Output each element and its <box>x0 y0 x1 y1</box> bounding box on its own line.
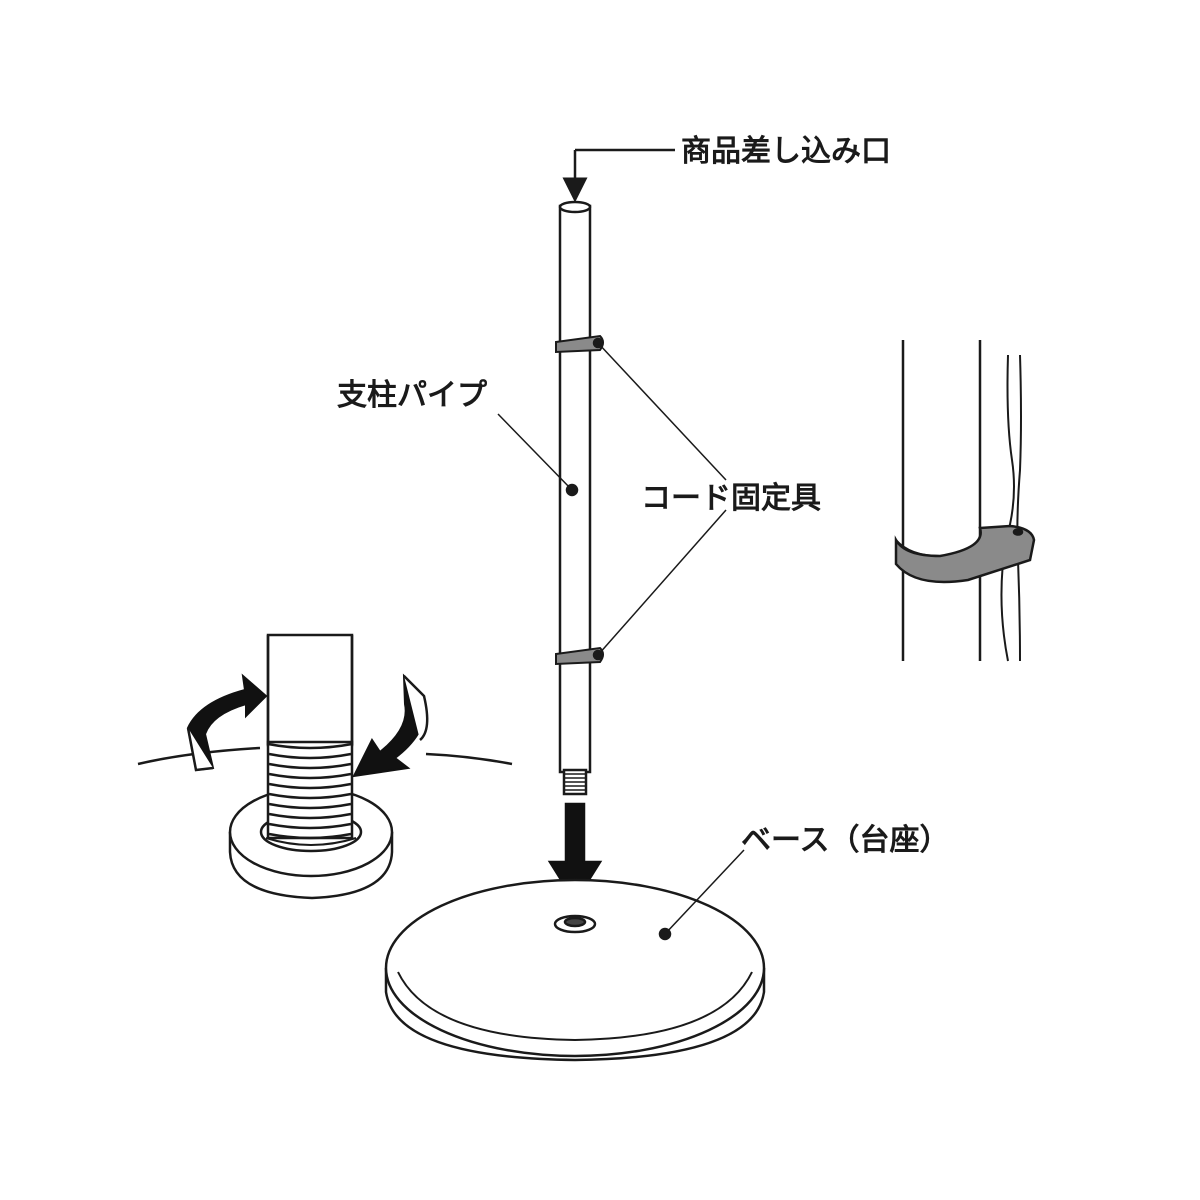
label-product-inlet: 商品差し込み口 <box>681 134 891 169</box>
thread-section <box>266 740 354 840</box>
power-cord <box>1000 354 1015 662</box>
pipe-leader-line <box>497 413 573 491</box>
clip-detail <box>894 340 1036 662</box>
label-support-pipe: 支柱パイプ <box>337 378 487 413</box>
pipe-upper <box>266 633 354 747</box>
label-base: ベース（台座） <box>741 823 950 858</box>
rotate-arrow-left-icon <box>186 673 268 772</box>
thread-detail <box>137 633 513 900</box>
base-leader-line <box>664 849 745 935</box>
clip-leader-line-upper <box>597 342 727 481</box>
pipe-assembly <box>384 148 766 1062</box>
horizon-arc-right <box>425 752 513 766</box>
cord-clip-lower <box>555 646 604 666</box>
label-cord-holder: コード固定具 <box>641 481 821 516</box>
clip-leader-line-lower <box>597 509 727 656</box>
pipe-threaded-end <box>562 768 588 796</box>
detail-cord-clip <box>894 524 1036 584</box>
pipe-top-opening <box>558 200 592 214</box>
main-base <box>384 878 766 1062</box>
